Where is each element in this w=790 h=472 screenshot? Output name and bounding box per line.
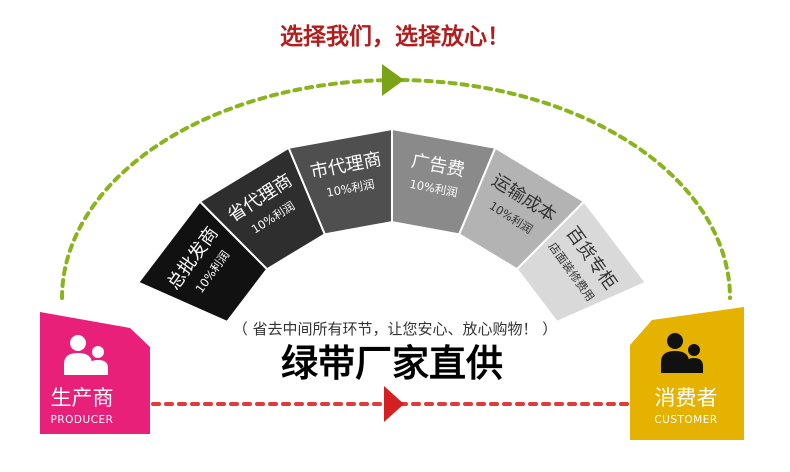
- center-headline: 绿带厂家直供: [281, 342, 503, 385]
- producer-block: 生产商 PRODUCER: [40, 312, 150, 434]
- producer-people-icon: [64, 335, 108, 375]
- chain-segment: [515, 199, 648, 324]
- producer-subtitle: PRODUCER: [51, 414, 114, 426]
- slogan-title: 选择我们，选择放心！: [280, 23, 510, 50]
- red-arrow-icon: [384, 386, 404, 422]
- consumer-subtitle: CUSTOMER: [654, 414, 717, 426]
- center-note: （ 省去中间所有环节，让您安心、放心购物！ ）: [233, 320, 558, 338]
- producer-title: 生产商: [51, 386, 114, 410]
- chain-arch: 总批发商10%利润省代理商10%利润市代理商10%利润广告费10%利润运输成本1…: [136, 127, 648, 324]
- green-arrow-icon: [382, 64, 404, 96]
- consumer-title: 消费者: [655, 386, 718, 410]
- consumer-people-icon: [661, 333, 703, 373]
- consumer-shape: [630, 307, 744, 440]
- consumer-block: 消费者 CUSTOMER: [630, 307, 744, 440]
